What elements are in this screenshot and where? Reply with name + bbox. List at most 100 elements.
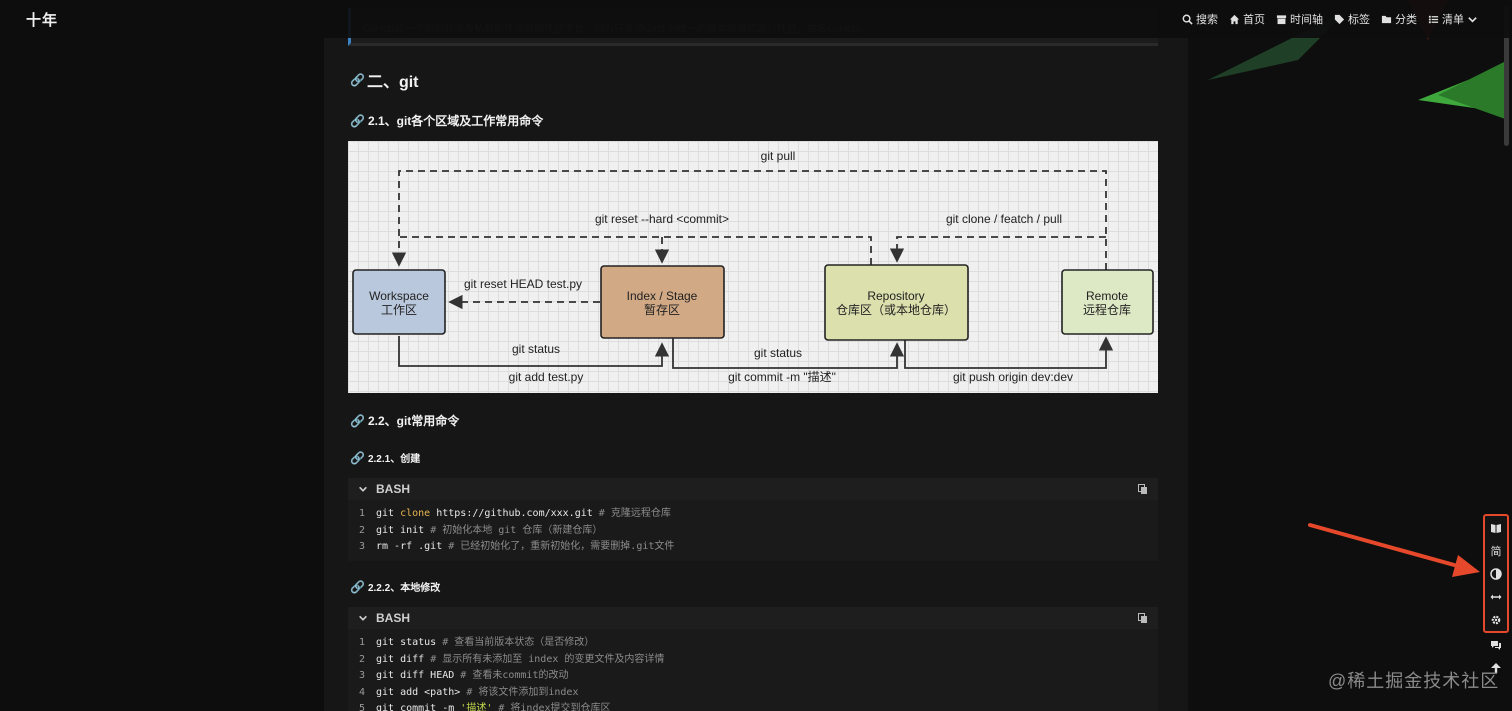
box-remote-en: Remote bbox=[1086, 289, 1128, 303]
chevron-down-icon[interactable] bbox=[358, 484, 368, 494]
anchor-link-icon[interactable]: 🔗 bbox=[350, 73, 365, 87]
subsubsection-heading-create: 🔗 2.2.1、创建 bbox=[350, 450, 421, 466]
code-command: git diff HEAD bbox=[376, 670, 455, 681]
copy-icon[interactable] bbox=[1138, 484, 1148, 495]
box-workspace bbox=[352, 269, 446, 335]
box-index bbox=[600, 265, 725, 339]
code-command: git status bbox=[376, 637, 437, 648]
line-number: 2 bbox=[358, 524, 366, 536]
code-comment: # 初始化本地 git 仓库（新建仓库） bbox=[424, 524, 603, 536]
box-index-en: Index / Stage bbox=[627, 289, 698, 303]
copy-icon[interactable] bbox=[1138, 613, 1148, 624]
nav-home-label: 首页 bbox=[1243, 14, 1265, 26]
subsubsection-heading-text: 2.2.1、创建 bbox=[367, 454, 421, 465]
home-icon bbox=[1229, 14, 1240, 24]
book-icon bbox=[1491, 523, 1501, 533]
label-reset-head: git reset HEAD test.py bbox=[464, 277, 582, 291]
width-toggle-button[interactable] bbox=[1485, 585, 1507, 608]
comments-button[interactable] bbox=[1485, 633, 1507, 656]
code-comment: # 将该文件添加到index bbox=[460, 686, 579, 698]
nav-home[interactable]: 首页 bbox=[1229, 11, 1265, 27]
code-comment: # 将index提交到仓库区 bbox=[492, 703, 611, 711]
label-status-2: git status bbox=[754, 346, 802, 360]
settings-button[interactable] bbox=[1485, 608, 1507, 631]
arrow-git-push bbox=[904, 336, 1114, 369]
box-index-zh: 暂存区 bbox=[644, 303, 680, 317]
subsubsection-heading-local-changes: 🔗 2.2.2、本地修改 bbox=[350, 579, 441, 595]
section-heading-text: 二、git bbox=[366, 74, 419, 91]
code-args: https://github.com/xxx.git bbox=[430, 508, 593, 519]
subsection-heading-areas: 🔗 2.1、git各个区域及工作常用命令 bbox=[350, 112, 543, 129]
top-navbar: 十年 搜索 首页 时间轴 标签 分类 清单 bbox=[0, 0, 1512, 38]
page-scrollbar[interactable] bbox=[1504, 6, 1509, 146]
chevron-down-icon[interactable] bbox=[358, 613, 368, 623]
code-comment: # 克隆远程仓库 bbox=[592, 508, 671, 519]
annotation-arrow bbox=[1308, 523, 1480, 577]
floating-toolbar: 简 bbox=[1483, 514, 1509, 679]
anchor-link-icon[interactable]: 🔗 bbox=[350, 113, 365, 128]
line-number: 3 bbox=[358, 541, 366, 552]
nav-timeline[interactable]: 时间轴 bbox=[1276, 11, 1323, 27]
nav-timeline-label: 时间轴 bbox=[1290, 14, 1323, 26]
folder-icon bbox=[1381, 15, 1392, 23]
contrast-icon bbox=[1490, 567, 1502, 580]
back-to-top-icon bbox=[1491, 662, 1501, 673]
git-workflow-diagram: Workspace 工作区 Index / Stage 暂存区 Reposito… bbox=[348, 141, 1158, 393]
code-command: git commit -m bbox=[376, 703, 461, 711]
nav-list-label: 清单 bbox=[1442, 14, 1464, 26]
code-line: 1 git status # 查看当前版本状态（是否修改） bbox=[348, 635, 1158, 652]
settings-icon bbox=[1491, 615, 1501, 624]
subsection-heading-text: 2.1、git各个区域及工作常用命令 bbox=[367, 114, 544, 128]
box-workspace-en: Workspace bbox=[369, 289, 429, 303]
code-block-header[interactable]: BASH bbox=[348, 607, 1158, 629]
subsection-heading-commands: 🔗 2.2、git常用命令 bbox=[350, 412, 459, 429]
anchor-link-icon[interactable]: 🔗 bbox=[350, 450, 365, 465]
simplified-traditional-toggle[interactable]: 简 bbox=[1485, 539, 1507, 562]
section-heading-git: 🔗 二、git bbox=[350, 68, 419, 92]
code-command: git init bbox=[376, 524, 425, 536]
line-number: 5 bbox=[358, 703, 366, 711]
nav-categories[interactable]: 分类 bbox=[1381, 11, 1417, 27]
box-repository-en: Repository bbox=[867, 289, 924, 303]
subsubsection-heading-text: 2.2.2、本地修改 bbox=[367, 583, 441, 594]
code-comment: # 已经初始化了，重新初始化，需要删掉.git文件 bbox=[442, 541, 675, 552]
chevron-down-icon bbox=[1468, 16, 1477, 23]
line-number: 1 bbox=[358, 637, 366, 648]
nav-search[interactable]: 搜索 bbox=[1182, 11, 1218, 27]
anchor-link-icon[interactable]: 🔗 bbox=[350, 579, 365, 594]
simplified-chinese-icon: 简 bbox=[1490, 545, 1502, 558]
anchor-link-icon[interactable]: 🔗 bbox=[350, 413, 365, 428]
nav-tags[interactable]: 标签 bbox=[1334, 11, 1370, 27]
label-status-1: git status bbox=[512, 342, 560, 356]
dark-mode-toggle[interactable] bbox=[1485, 562, 1507, 585]
arrow-reset-hard-line bbox=[399, 236, 872, 265]
code-command: git diff bbox=[376, 653, 425, 665]
subsection-heading-text: 2.2、git常用命令 bbox=[367, 414, 460, 428]
nav-list[interactable]: 清单 bbox=[1428, 11, 1478, 27]
arrow-git-add bbox=[398, 336, 670, 367]
main-nav: 搜索 首页 时间轴 标签 分类 清单 bbox=[1182, 11, 1478, 27]
code-language-label: BASH bbox=[376, 611, 411, 625]
reading-mode-button[interactable] bbox=[1485, 516, 1507, 539]
box-remote-zh: 远程仓库 bbox=[1083, 302, 1131, 317]
code-comment: # 查看当前版本状态（是否修改） bbox=[436, 637, 595, 648]
tags-icon bbox=[1334, 14, 1345, 24]
code-string: '描述' bbox=[460, 703, 493, 711]
nav-categories-label: 分类 bbox=[1395, 14, 1417, 26]
comment-icon bbox=[1491, 640, 1501, 650]
back-to-top-button[interactable] bbox=[1485, 656, 1507, 679]
site-title[interactable]: 十年 bbox=[26, 12, 59, 29]
search-icon bbox=[1182, 14, 1193, 25]
nav-search-label: 搜索 bbox=[1196, 14, 1218, 26]
label-git-pull: git pull bbox=[761, 149, 796, 163]
list-icon bbox=[1428, 15, 1439, 23]
code-block-header[interactable]: BASH bbox=[348, 478, 1158, 500]
